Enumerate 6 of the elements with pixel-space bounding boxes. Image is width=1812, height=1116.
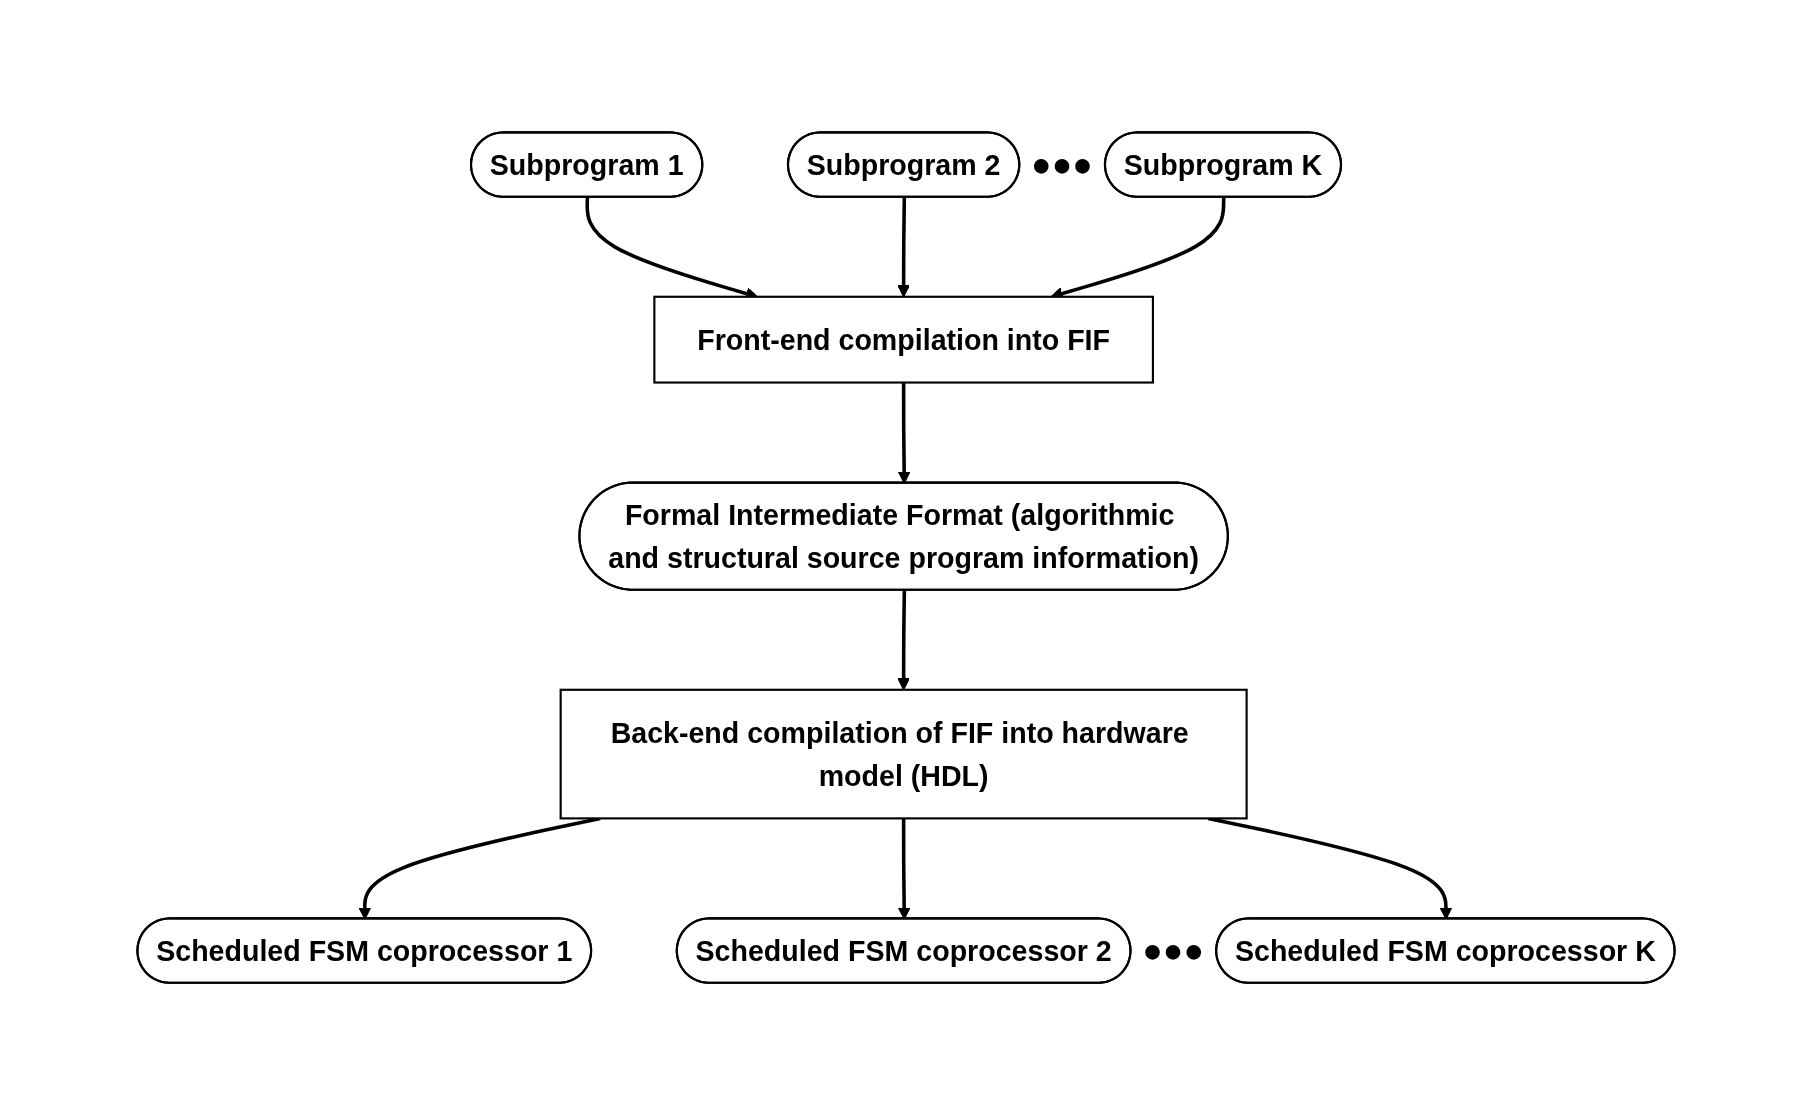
- arrow: [897, 590, 910, 691]
- node-box: Back-end compilation of FIF into hardware model (HDL): [559, 689, 1248, 820]
- ellipsis-mark: ●●●: [1031, 145, 1093, 185]
- node-box: Front-end compilation into FIF: [653, 296, 1154, 384]
- arrow: [897, 197, 910, 298]
- ellipsis-mark: ●●●: [1142, 931, 1204, 971]
